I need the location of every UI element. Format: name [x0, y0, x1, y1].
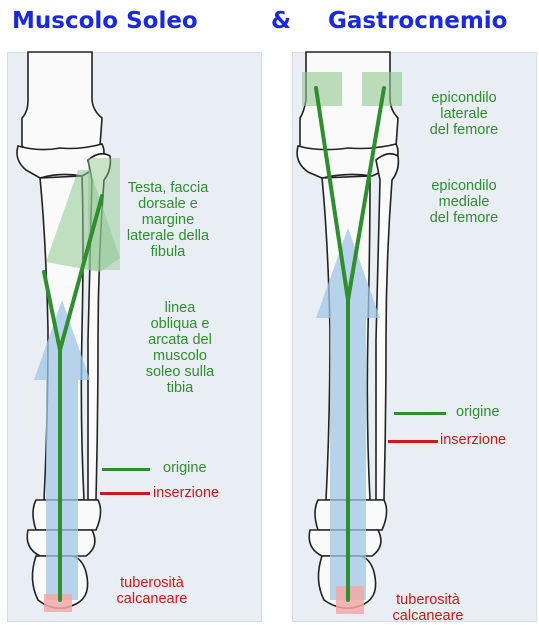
insertion-legend-line-left	[100, 492, 150, 495]
insertion-legend-right: inserzione	[440, 432, 506, 448]
origin-legend-right: origine	[456, 404, 500, 420]
calcaneal-insertion-label-right: tuberosità calcaneare	[380, 592, 476, 624]
origin-legend-line-right	[394, 412, 446, 415]
fibula-origin-label: Testa, faccia dorsale e margine laterale…	[122, 180, 214, 260]
insertion-legend-left: inserzione	[153, 485, 219, 501]
lateral-epicondyle-label: epicondilo laterale del femore	[414, 90, 514, 138]
insertion-legend-line-right	[388, 440, 438, 443]
tibia-origin-label: linea obliqua e arcata del muscolo soleo…	[134, 300, 226, 396]
calcaneal-insertion-label-left: tuberosità calcaneare	[104, 575, 200, 607]
origin-legend-left: origine	[163, 460, 207, 476]
origin-legend-line-left	[102, 468, 150, 471]
medial-epicondyle-label: epicondilo mediale del femore	[414, 178, 514, 226]
